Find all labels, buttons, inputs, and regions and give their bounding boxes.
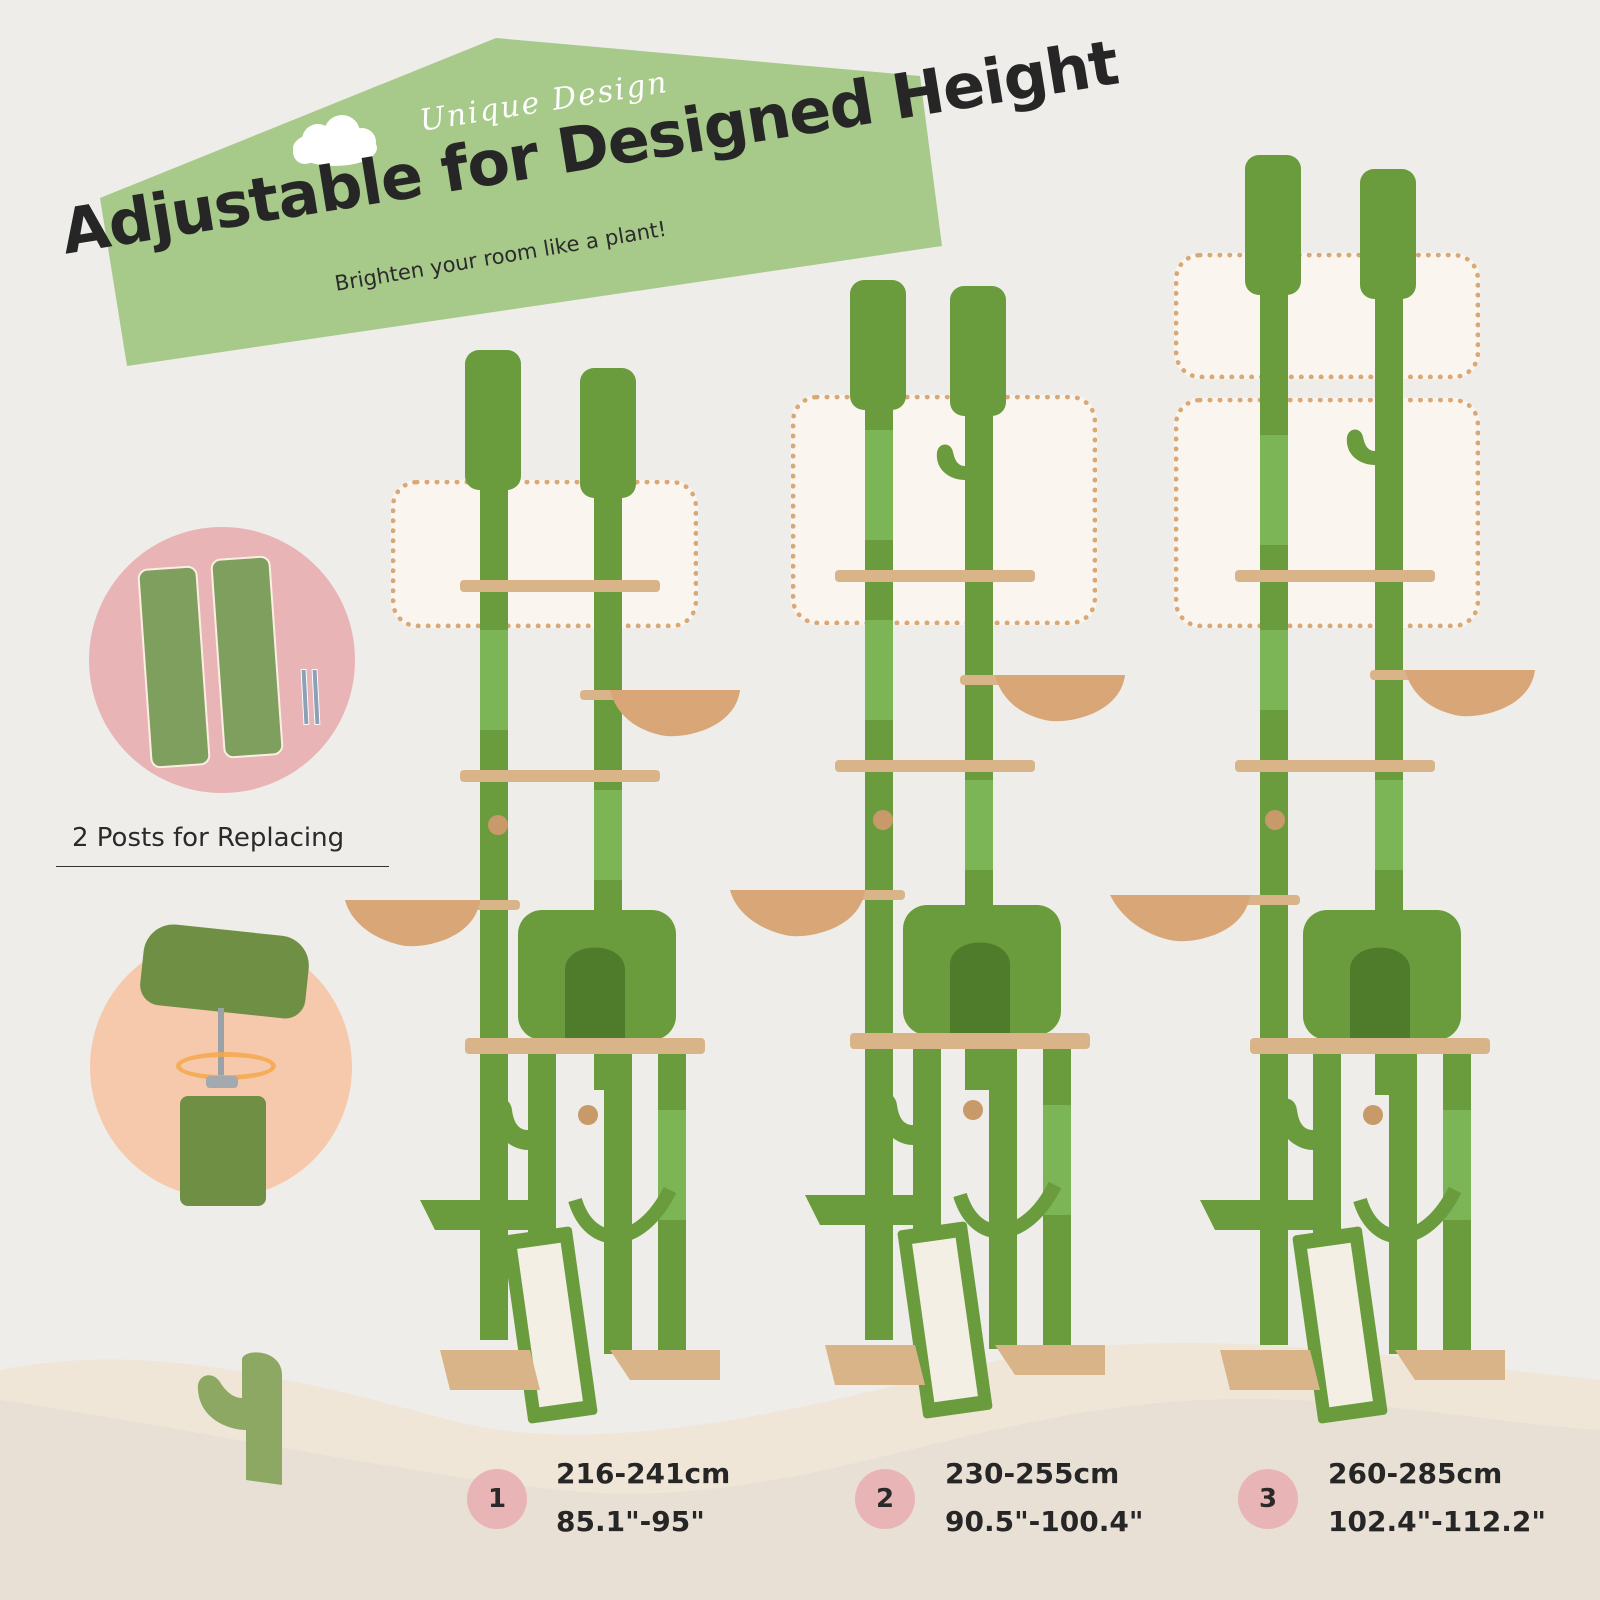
wing-nut	[206, 1076, 238, 1088]
height-inch: 85.1"-95"	[556, 1505, 705, 1538]
cat-tree-3	[1110, 155, 1535, 1424]
cloud-icon	[293, 115, 377, 166]
height-option-badge-2: 2	[855, 1469, 915, 1529]
ground-dunes	[0, 1342, 1600, 1600]
height-option-badge-3: 3	[1238, 1469, 1298, 1529]
height-cm: 216-241cm	[556, 1457, 731, 1490]
screw-rod	[218, 1008, 224, 1078]
screw-rod	[311, 668, 321, 726]
height-cm: 230-255cm	[945, 1457, 1120, 1490]
height-option-3: 260-285cm 102.4"-112.2"	[1328, 1450, 1546, 1546]
height-inch: 90.5"-100.4"	[945, 1505, 1144, 1538]
installation-image	[90, 921, 352, 1206]
height-cm: 260-285cm	[1328, 1457, 1503, 1490]
extension-highlight-2	[791, 395, 1097, 625]
height-option-2: 230-255cm 90.5"-100.4"	[945, 1450, 1143, 1546]
height-option-badge-1: 1	[467, 1469, 527, 1529]
divider	[56, 866, 389, 867]
banner-shape	[100, 38, 942, 366]
cat-tree-1	[345, 350, 740, 1424]
spare-post	[210, 555, 284, 759]
spare-post	[137, 565, 211, 769]
extension-highlight-1	[391, 480, 698, 628]
height-option-1: 216-241cm 85.1"-95"	[556, 1450, 730, 1546]
cat-tree-2	[730, 280, 1125, 1419]
post-cap	[138, 921, 312, 1021]
post-base	[180, 1096, 266, 1206]
height-inch: 102.4"-112.2"	[1328, 1505, 1546, 1538]
posts-label: 2 Posts for Replacing	[72, 823, 345, 853]
extension-highlight-3a	[1174, 253, 1480, 379]
replacement-posts-image	[89, 527, 355, 793]
cactus-icon	[197, 1352, 282, 1485]
extension-highlight-3b	[1174, 398, 1480, 628]
screw-rod	[300, 668, 310, 726]
